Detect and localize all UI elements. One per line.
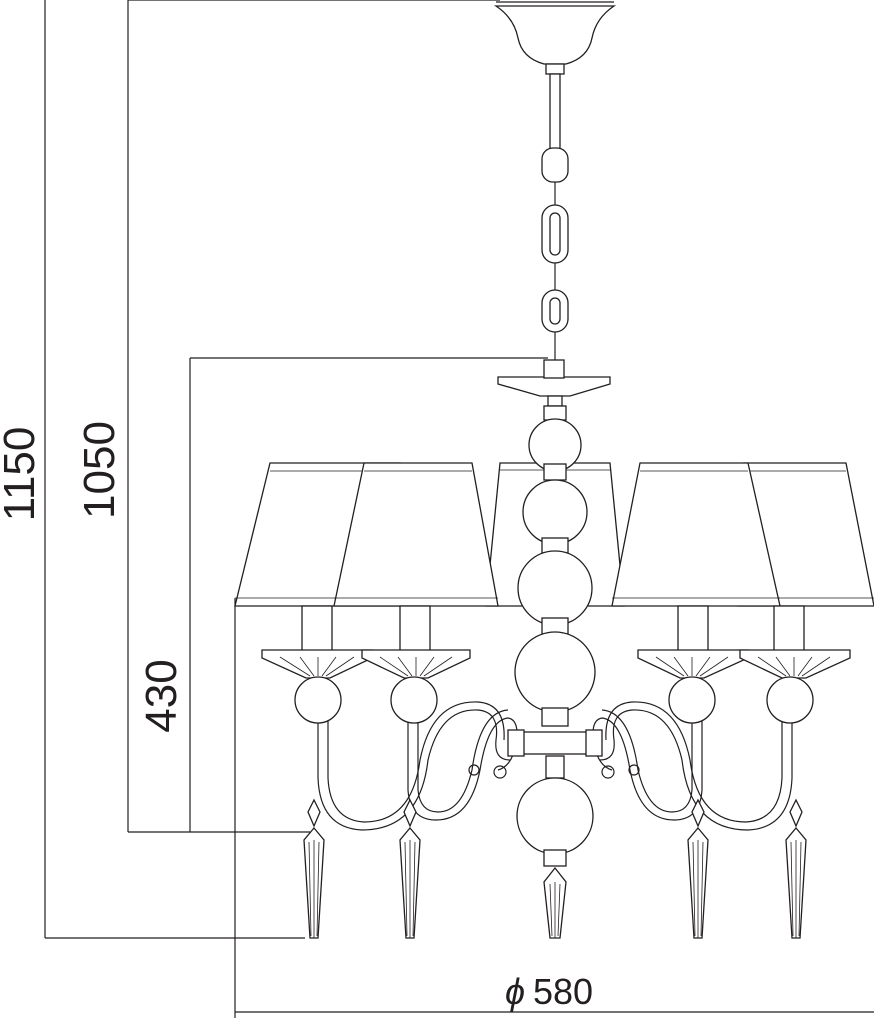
crystal-drops: [303, 798, 807, 939]
diameter-symbol: ϕ: [505, 971, 525, 1012]
lamp-holders: [261, 605, 851, 724]
arms: [317, 701, 793, 831]
dimension-total-height-label: 1150: [0, 427, 44, 522]
dimension-lines: [44, 0, 874, 1018]
suspension-chain: [541, 147, 569, 360]
dimension-diameter-label: 580: [533, 971, 593, 1012]
ceiling-canopy: [493, 1, 617, 155]
central-column: [497, 359, 611, 867]
dimension-chain-height-label: 1050: [75, 421, 124, 519]
lamp-shade-left-inner: [333, 462, 499, 607]
dimension-body-height-label: 430: [137, 659, 186, 732]
